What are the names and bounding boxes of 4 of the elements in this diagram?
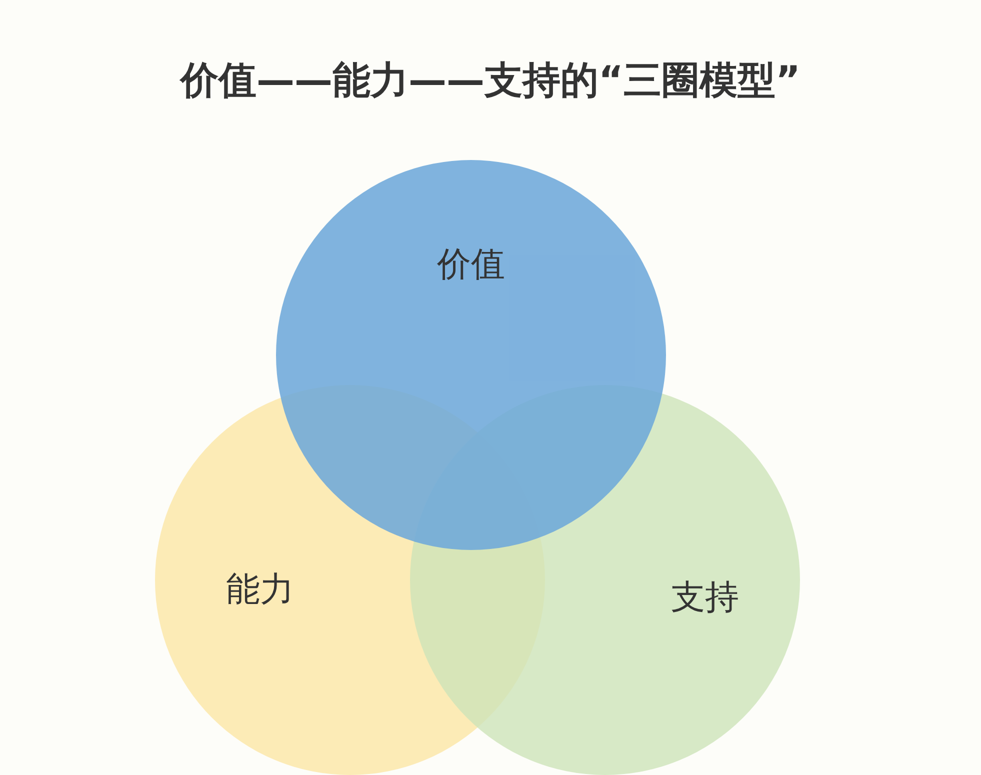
circle-label: 支持 bbox=[671, 576, 739, 620]
circle-label: 价值 bbox=[437, 244, 505, 286]
diagram-title: 价值——能力——支持的“三圈模型” bbox=[180, 57, 800, 104]
circle-label: 能力 bbox=[226, 568, 294, 612]
